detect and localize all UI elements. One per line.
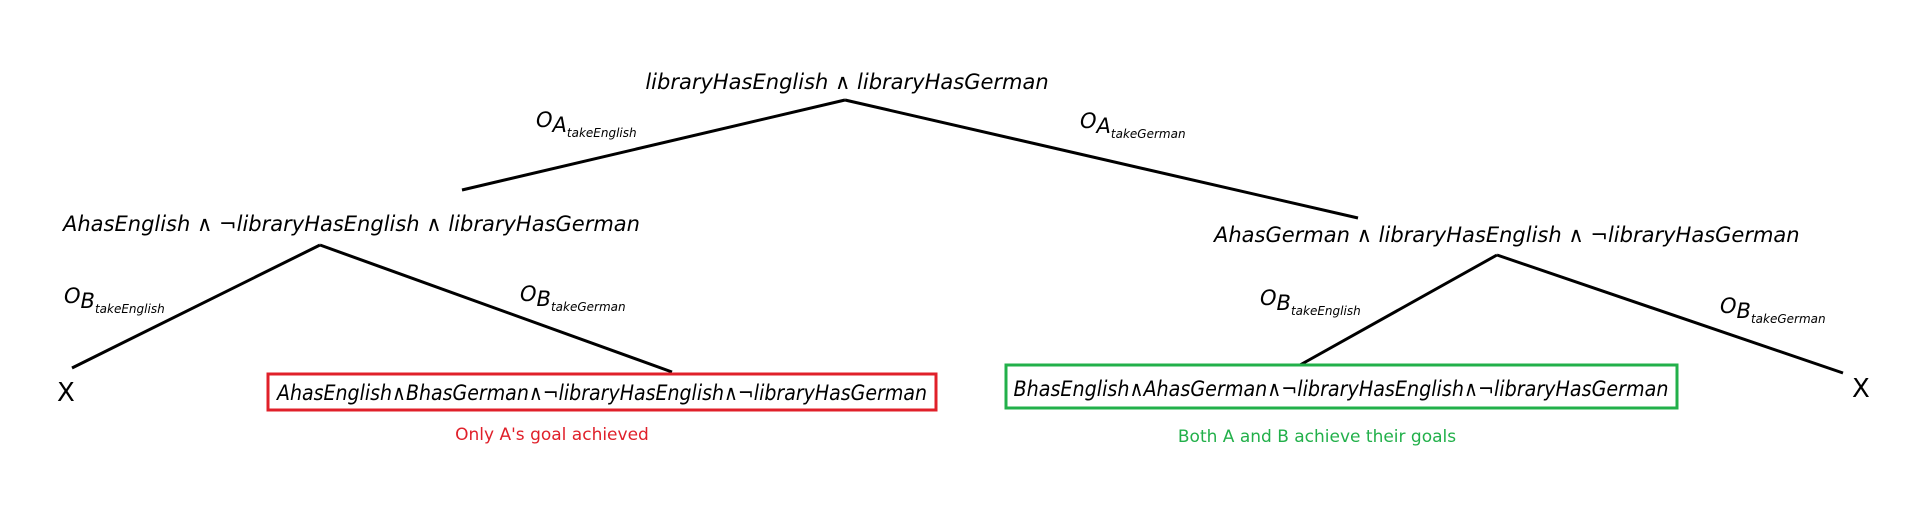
left-goal-label: AhasEnglish∧BhasGerman∧¬libraryHasEnglis… bbox=[275, 381, 927, 405]
left-goal-box bbox=[266, 372, 938, 412]
right-goal-label: BhasEnglish∧AhasGerman∧¬libraryHasEnglis… bbox=[1014, 377, 1669, 401]
edge-label-left-left: OBtakeEnglish bbox=[64, 284, 165, 316]
right-goal-caption: Both A and B achieve their goals bbox=[1178, 427, 1456, 447]
edge-label-root-right: OAtakeGerman bbox=[1080, 109, 1186, 141]
root-node-label: libraryHasEnglish ∧ libraryHasGerman bbox=[645, 70, 1048, 94]
leaf-fail-right: X bbox=[1852, 374, 1870, 404]
edge-label-left-right: OBtakeGerman bbox=[520, 282, 626, 314]
edge-root-to-left bbox=[461, 98, 846, 192]
left-node-label: AhasEnglish ∧ ¬libraryHasEnglish ∧ libra… bbox=[61, 212, 640, 236]
edge-right-to-x bbox=[1496, 253, 1844, 375]
edge-label-right-right: OBtakeGerman bbox=[1720, 294, 1826, 326]
edge-label-root-left: OAtakeEnglish bbox=[536, 108, 637, 140]
right-goal-box bbox=[1004, 363, 1679, 410]
right-node-label: AhasGerman ∧ libraryHasEnglish ∧ ¬librar… bbox=[1212, 223, 1800, 247]
leaf-fail-left: X bbox=[57, 378, 75, 408]
edge-left-to-goal bbox=[319, 243, 673, 374]
edge-label-right-left: OBtakeEnglish bbox=[1260, 286, 1361, 318]
edge-right-to-goal bbox=[1299, 253, 1498, 367]
left-goal-caption: Only A's goal achieved bbox=[455, 425, 649, 445]
edge-root-to-right bbox=[844, 98, 1359, 220]
edge-left-to-x bbox=[71, 243, 321, 370]
